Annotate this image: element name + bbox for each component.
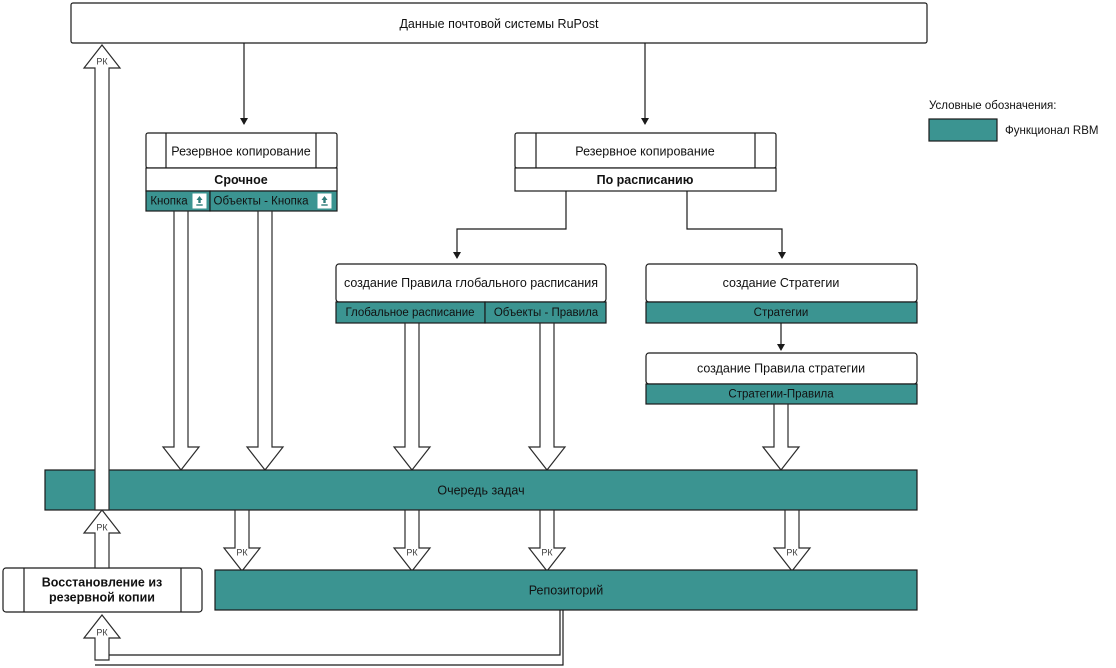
- node-urgent-backup: Резервное копирование Срочное Кнопка Объ…: [145, 132, 338, 212]
- upload-icon: [316, 192, 333, 210]
- edge-scheduled-to-global-rule: [453, 191, 567, 259]
- legend-swatch: [928, 118, 998, 142]
- cell-objects-knopka[interactable]: [209, 190, 338, 212]
- arrow-objects-rules-to-queue: [527, 322, 567, 471]
- arrow-strategies-rules-to-queue: [761, 403, 801, 471]
- edge-label-rk: РК: [96, 522, 108, 532]
- node-restore: Восстановление из резервной копии: [2, 567, 203, 613]
- arrow-global-schedule-to-queue: [392, 322, 432, 471]
- edge-label-rk: РК: [96, 56, 108, 66]
- edge-label-rk: РК: [786, 547, 798, 557]
- edge-label-rk: РК: [236, 547, 248, 557]
- edge-repository-return-inner: [109, 610, 561, 656]
- cell-objects-knopka-label: Объекты - Кнопка: [214, 196, 310, 208]
- edge-scheduled-to-strategy: [686, 191, 786, 259]
- legend: Условные обозначения: Функционал RBM: [928, 100, 1099, 142]
- arrow-restore-to-queue: РК: [82, 509, 122, 569]
- arrow-queue-to-repository-2: РК: [392, 509, 432, 572]
- node-scheduled-backup-header: Резервное копирование: [575, 144, 714, 158]
- edge-repository-return-outer: [95, 610, 564, 666]
- node-global-schedule-rule: создание Правила глобального расписания …: [335, 263, 607, 324]
- node-rupost-data-label: Данные почтовой системы RuPost: [399, 17, 599, 31]
- cell-knopka-label: Кнопка: [150, 196, 188, 208]
- cell-strategies-rules-label: Стратегии-Правила: [728, 389, 834, 401]
- node-task-queue-label: Очередь задач: [437, 483, 524, 497]
- cell-global-schedule-label: Глобальное расписание: [345, 307, 474, 319]
- legend-swatch-label: Функционал RBM: [1005, 125, 1099, 137]
- arrow-queue-to-repository-4: РК: [772, 509, 812, 572]
- node-strategy-header: создание Стратегии: [723, 276, 840, 290]
- node-task-queue: Очередь задач: [44, 469, 918, 511]
- node-global-schedule-rule-header: создание Правила глобального расписания: [344, 276, 598, 290]
- node-repository-label: Репозиторий: [529, 583, 604, 597]
- arrow-repository-to-restore: РК: [82, 614, 122, 661]
- arrow-objects-knopka-to-queue: [245, 210, 285, 471]
- cell-objects-rules-label: Объекты - Правила: [494, 307, 599, 319]
- node-restore-line2: резервной копии: [49, 590, 155, 604]
- node-restore-line1: Восстановление из: [42, 575, 162, 589]
- node-urgent-backup-header: Резервное копирование: [171, 144, 310, 158]
- arrow-queue-to-repository-3: РК: [527, 509, 567, 572]
- node-strategy-rule-header: создание Правила стратегии: [697, 361, 865, 375]
- node-repository: Репозиторий: [214, 569, 918, 611]
- node-rupost-data: Данные почтовой системы RuPost: [70, 2, 928, 44]
- node-strategy-rule: создание Правила стратегии Стратегии-Пра…: [645, 352, 918, 405]
- cell-strategies-label: Стратегии: [754, 307, 809, 319]
- upload-icon: [191, 192, 208, 210]
- node-scheduled-backup: Резервное копирование По расписанию: [514, 132, 777, 192]
- node-strategy: создание Стратегии Стратегии: [645, 263, 918, 324]
- edge-label-rk: РК: [406, 547, 418, 557]
- node-scheduled-backup-subtitle: По расписанию: [597, 173, 694, 187]
- legend-title: Условные обозначения:: [929, 100, 1056, 112]
- arrow-knopka-to-queue: [161, 210, 201, 471]
- arrow-queue-to-repository-1: РК: [222, 509, 262, 572]
- edge-label-rk: РК: [541, 547, 553, 557]
- node-urgent-backup-subtitle: Срочное: [214, 173, 267, 187]
- arrow-queue-to-rupost: РК: [82, 44, 122, 511]
- edge-label-rk: РК: [96, 627, 108, 637]
